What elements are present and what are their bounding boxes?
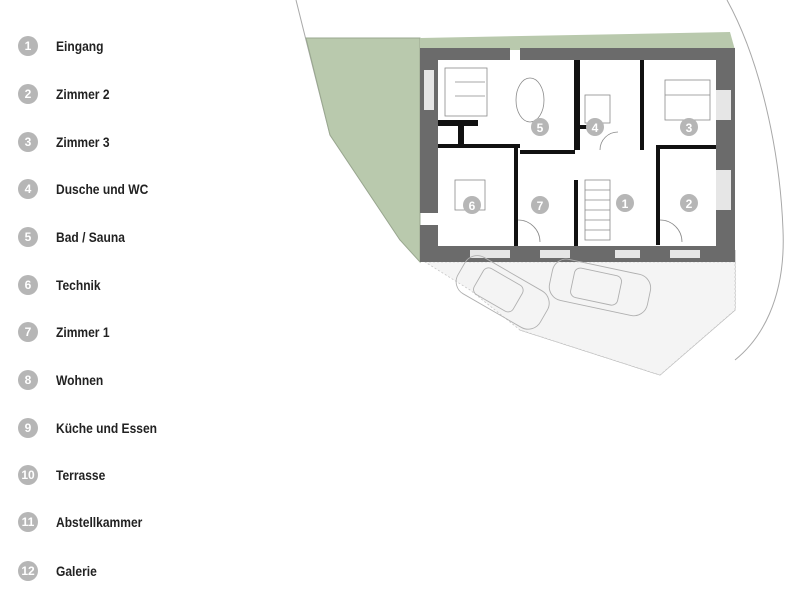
legend-label: Bad / Sauna: [56, 229, 125, 245]
room-badge-3: 3: [680, 118, 698, 136]
room-badge-number: 4: [592, 121, 599, 135]
legend-item-8: 8 Wohnen: [18, 368, 111, 392]
legend-label: Zimmer 2: [56, 86, 110, 102]
legend-label: Terrasse: [56, 467, 106, 483]
legend-item-3: 3 Zimmer 3: [18, 130, 118, 154]
legend-item-2: 2 Zimmer 2: [18, 82, 118, 106]
legend-label: Galerie: [56, 563, 97, 579]
legend-item-7: 7 Zimmer 1: [18, 320, 118, 344]
legend-number-badge: 5: [18, 227, 38, 247]
legend-label: Eingang: [56, 38, 104, 54]
parked-cars: [455, 255, 652, 330]
legend-number-badge: 8: [18, 370, 38, 390]
room-badge-number: 7: [537, 199, 544, 213]
legend-number-badge: 2: [18, 84, 38, 104]
interior-walls: [438, 60, 716, 246]
room-badge-number: 1: [622, 197, 629, 211]
legend-label: Zimmer 1: [56, 324, 110, 340]
legend-label: Wohnen: [56, 372, 104, 388]
legend-item-1: 1 Eingang: [18, 34, 111, 58]
lawn-strip: [420, 32, 735, 50]
legend-item-9: 9 Küche und Essen: [18, 416, 173, 440]
room-badge-4: 4: [586, 118, 604, 136]
lawn-area: [305, 37, 421, 264]
legend-label: Zimmer 3: [56, 134, 110, 150]
legend-label: Dusche und WC: [56, 181, 149, 197]
window-openings: [424, 70, 731, 258]
room-badge-6: 6: [463, 196, 481, 214]
room-badge-5: 5: [531, 118, 549, 136]
legend-item-6: 6 Technik: [18, 273, 108, 297]
legend-number-badge: 6: [18, 275, 38, 295]
legend-number-badge: 4: [18, 179, 38, 199]
legend-item-5: 5 Bad / Sauna: [18, 225, 136, 249]
legend-item-4: 4 Dusche und WC: [18, 177, 163, 201]
legend-number-badge: 11: [18, 512, 38, 532]
room-badge-number: 6: [469, 199, 476, 213]
legend-label: Abstellkammer: [56, 514, 143, 530]
room-badge-number: 2: [686, 197, 693, 211]
room-badge-number: 5: [537, 121, 544, 135]
room-badge-number: 3: [686, 121, 693, 135]
room-badge-2: 2: [680, 194, 698, 212]
legend-number-badge: 3: [18, 132, 38, 152]
legend-number-badge: 9: [18, 418, 38, 438]
legend-item-10: 10 Terrasse: [18, 463, 113, 487]
legend-number-badge: 12: [18, 561, 38, 581]
fixtures: [444, 67, 711, 243]
driveway-area: [423, 261, 736, 376]
legend-number-badge: 7: [18, 322, 38, 342]
legend-label: Technik: [56, 277, 101, 293]
legend-item-12: 12 Galerie: [18, 559, 103, 583]
room-badge-1: 1: [616, 194, 634, 212]
legend-item-11: 11 Abstellkammer: [18, 510, 156, 534]
legend-number-badge: 1: [18, 36, 38, 56]
legend-label: Küche und Essen: [56, 420, 158, 436]
legend-number-badge: 10: [18, 465, 38, 485]
room-badge-7: 7: [531, 196, 549, 214]
